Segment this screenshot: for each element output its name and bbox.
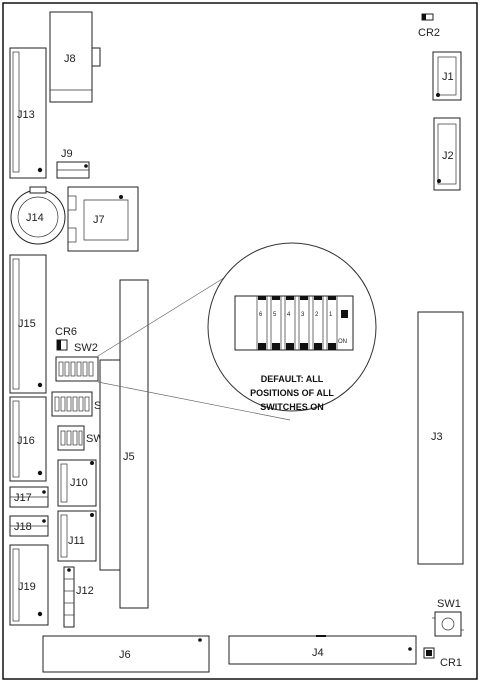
label-j6: J6 [119,649,131,661]
label-j19: J19 [18,581,36,593]
callout-text-line3: SWITCHES ON [260,402,324,412]
callout-text-line2: POSITIONS OF ALL [250,388,334,398]
connector-j7: J7 [67,186,139,252]
connector-j11: J11 [57,510,97,562]
connector-j9: J9 [56,148,90,179]
dip-switch-enlarged [234,295,354,351]
led-cr6: CR6 [55,326,77,351]
label-sw2: SW2 [74,342,98,354]
led-cr2: CR2 [418,13,440,39]
connector-j6: J6 [42,635,210,673]
label-j14: J14 [26,212,44,224]
callout-text-line1: DEFAULT: ALL [261,374,324,384]
label-j18: J18 [14,521,32,533]
dip-switch-sw4: SW4 [57,425,110,451]
label-j10: J10 [70,477,88,489]
led-cr1: CR1 [423,647,462,669]
connector-j18: J18 [9,515,49,537]
connector-j19: J19 [9,544,49,626]
dip-on-label: ON [338,339,347,345]
label-sw1: SW1 [437,598,461,610]
label-j12: J12 [76,585,94,597]
connector-j1: J1 [432,51,462,101]
dip-label-2: 2 [315,312,319,318]
label-j5: J5 [123,451,135,463]
dip-label-4: 4 [287,312,291,318]
dip-positions [256,295,348,351]
dip-label-3: 3 [301,312,305,318]
switch-sw1: SW1 [432,598,464,637]
dip-switch-sw2: SW2 [55,342,99,382]
dip-switch-callout: 6 5 4 3 2 1 ON DEFAULT: ALL POSITIONS OF… [207,242,377,412]
label-j13: J13 [17,109,35,121]
label-j9: J9 [61,148,73,160]
connector-j10: J10 [57,459,97,507]
connector-j17: J17 [9,486,49,508]
label-j1: J1 [442,71,454,83]
label-j11: J11 [68,535,85,547]
battery-j14: J14 [10,186,66,245]
label-j17: J17 [14,492,32,504]
label-j16: J16 [17,435,35,447]
label-j3: J3 [431,431,443,443]
label-cr2: CR2 [418,27,440,39]
connector-j13: J13 [9,47,47,179]
connector-j8: J8 [49,11,101,103]
label-j4: J4 [312,647,324,659]
connector-j3: J3 [417,311,464,565]
label-cr6: CR6 [55,326,77,338]
connector-j5: J5 [99,279,149,609]
connector-j12: J12 [63,566,94,628]
label-j8: J8 [64,53,76,65]
label-j15: J15 [18,318,36,330]
label-j2: J2 [442,150,454,162]
connector-j15: J15 [9,254,47,394]
connector-j2: J2 [433,117,461,191]
dip-label-5: 5 [273,312,277,318]
connector-j16: J16 [9,396,47,482]
callout-line-bottom [97,381,291,421]
label-j7: J7 [93,214,105,226]
dip-label-1: 1 [329,312,333,318]
label-cr1: CR1 [440,657,462,669]
connector-j4: J4 [228,635,417,665]
dip-label-6: 6 [259,312,263,318]
